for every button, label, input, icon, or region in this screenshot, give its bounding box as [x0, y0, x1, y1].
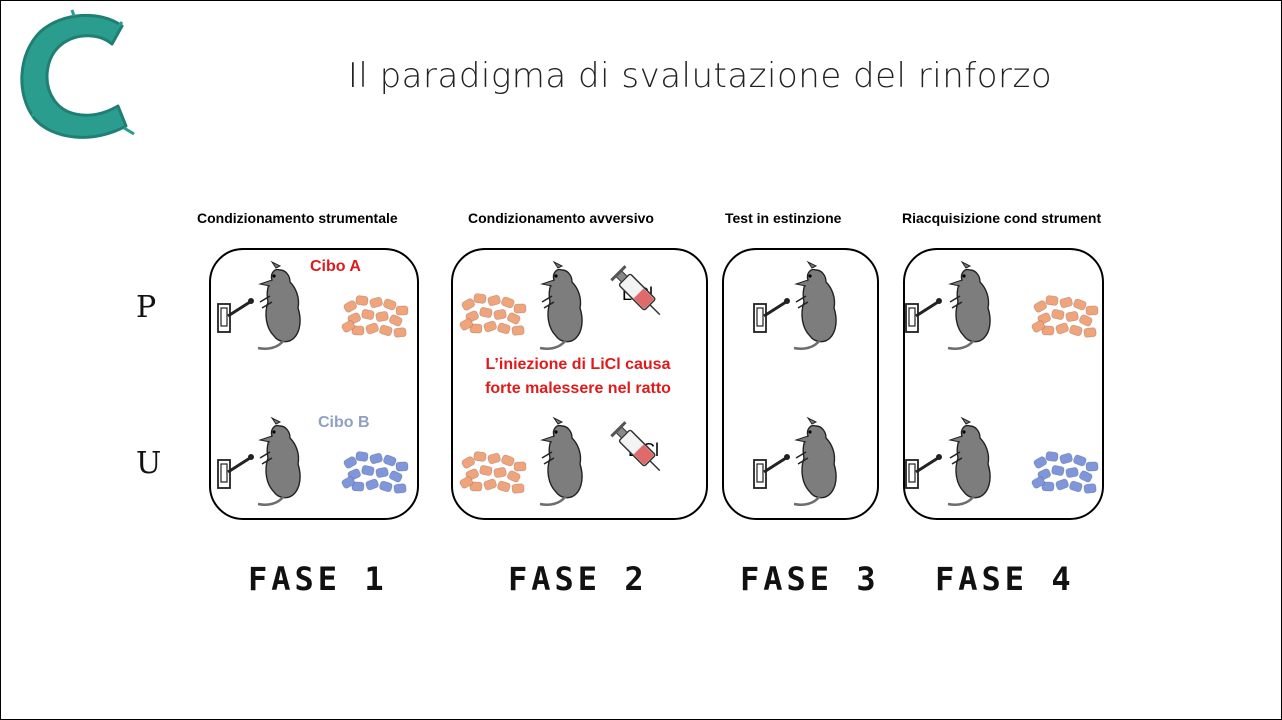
phase-3-title: Test in estinzione — [725, 210, 842, 226]
logo-c-icon — [20, 9, 135, 139]
cibo-b-label: Cibo B — [318, 414, 370, 431]
food-pellets-icon — [459, 293, 527, 336]
syringe-icon — [610, 421, 661, 472]
rat-icon — [947, 416, 991, 506]
phase-2-number: FASE 2 — [508, 560, 648, 598]
cibo-a-label: Cibo A — [310, 258, 361, 275]
lever-icon — [905, 298, 942, 333]
phase-4-box — [903, 248, 1104, 520]
syringe-icon — [610, 265, 661, 316]
phase-3-number: FASE 3 — [740, 560, 880, 598]
rat-icon — [793, 260, 837, 350]
lever-icon — [753, 298, 790, 333]
rat-icon — [257, 260, 301, 350]
phase-2-title: Condizionamento avversivo — [468, 210, 654, 226]
food-pellets-icon — [341, 451, 409, 494]
slide-title: Il paradigma di svalutazione del rinforz… — [347, 56, 1053, 96]
rat-icon — [947, 260, 991, 350]
food-pellets-icon — [1031, 451, 1099, 494]
phase-3-box — [722, 248, 879, 520]
rat-icon — [539, 416, 583, 506]
rat-icon — [793, 416, 837, 506]
rat-icon — [539, 260, 583, 350]
lever-icon — [753, 454, 790, 489]
phase-4-title: Riacquisizione cond strument — [902, 210, 1102, 226]
lever-icon — [217, 454, 254, 489]
phase-4-number: FASE 4 — [935, 560, 1075, 598]
licl-note-line-2: forte malessere nel ratto — [485, 380, 671, 397]
row-label-p: P — [136, 290, 157, 325]
phase-1-number: FASE 1 — [248, 560, 388, 598]
rat-icon — [257, 416, 301, 506]
food-pellets-icon — [1031, 295, 1099, 338]
lever-icon — [905, 454, 942, 489]
phase-1-title: Condizionamento strumentale — [197, 210, 398, 226]
licl-note-line-1: L’iniezione di LiCl causa — [485, 356, 671, 373]
row-label-u: U — [136, 446, 162, 481]
food-pellets-icon — [341, 295, 409, 338]
lever-icon — [217, 298, 254, 333]
food-pellets-icon — [459, 451, 527, 494]
